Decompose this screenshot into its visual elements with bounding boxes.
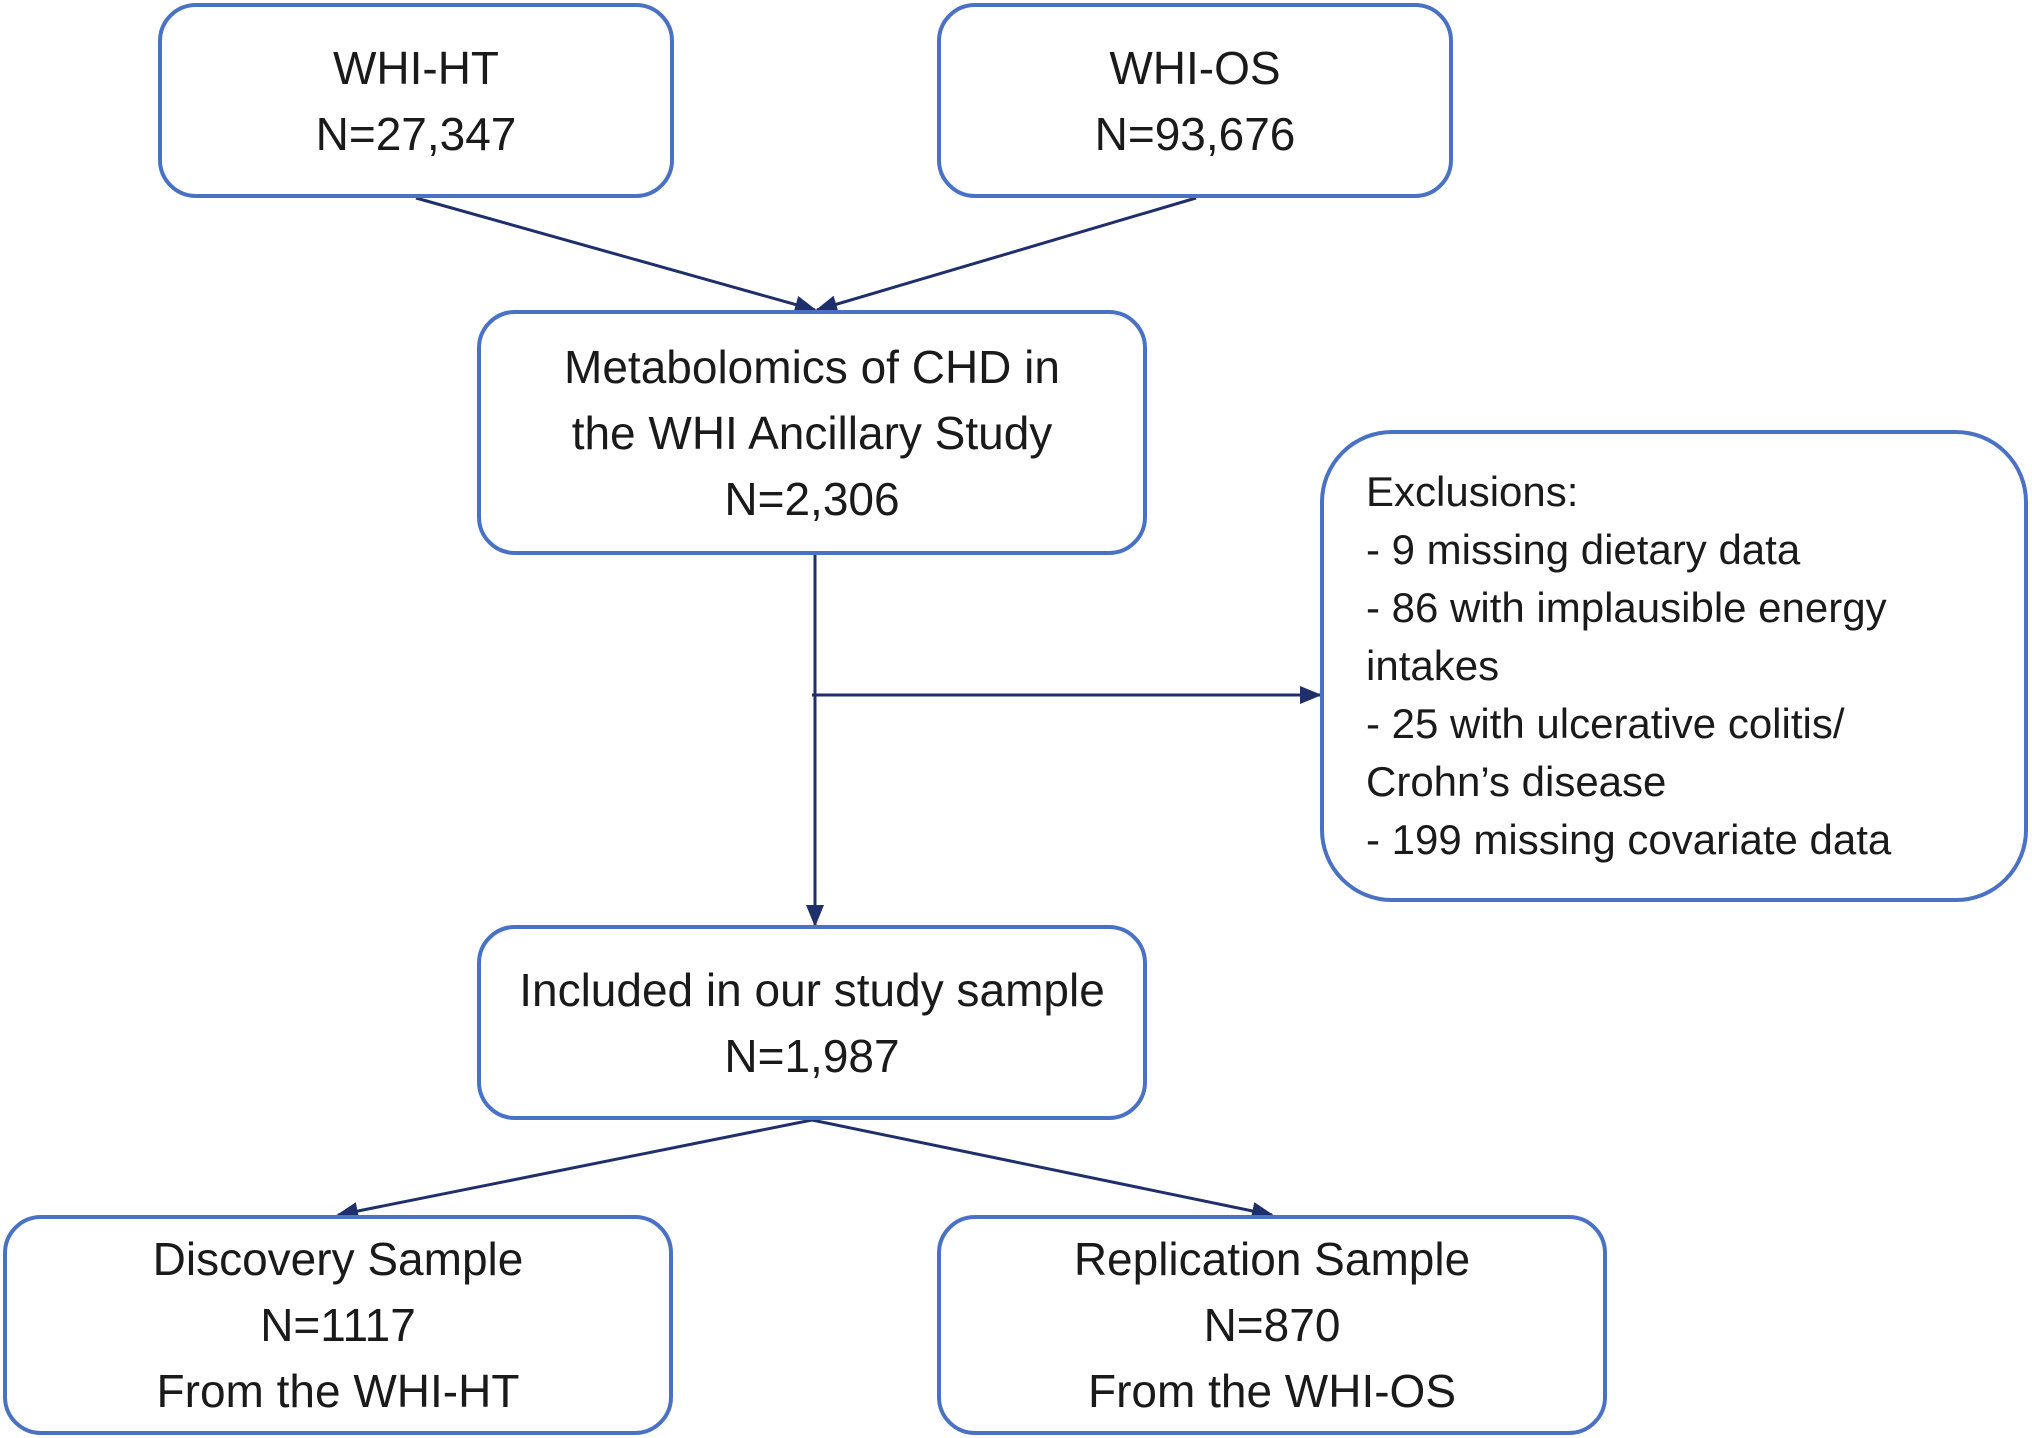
replication-title: Replication Sample <box>1073 1233 1471 1285</box>
exclusion-item-covariate: - 199 missing covariate data <box>1366 816 1892 863</box>
exclusion-item-colitis: - 25 with ulcerative colitis/ <box>1366 700 1845 747</box>
exclusion-item-energy: - 86 with implausible energy <box>1366 584 1887 631</box>
metabolomics-title-line-2: the WHI Ancillary Study <box>571 406 1053 459</box>
whi-ht-box: WHI-HT N=27,347 <box>158 3 674 198</box>
included-box: Included in our study sample N=1,987 <box>477 925 1147 1120</box>
arrow-included-to-discovery <box>336 1118 813 1220</box>
discovery-count: N=1117 <box>260 1299 416 1351</box>
metabolomics-title-line-1: Metabolomics of CHD in <box>564 340 1060 393</box>
discovery-sample-box: Discovery Sample N=1117 From the WHI-HT <box>3 1215 673 1435</box>
exclusion-item-dietary: - 9 missing dietary data <box>1366 526 1801 573</box>
exclusions-heading: Exclusions: <box>1366 468 1579 515</box>
arrow-included-to-replication <box>811 1118 1274 1220</box>
discovery-title: Discovery Sample <box>152 1233 524 1285</box>
replication-sample-box: Replication Sample N=870 From the WHI-OS <box>937 1215 1607 1435</box>
whi-ht-title: WHI-HT <box>332 41 500 94</box>
replication-source: From the WHI-OS <box>1087 1365 1457 1417</box>
exclusions-box: Exclusions: - 9 missing dietary data - 8… <box>1320 430 2028 902</box>
whi-os-count: N=93,676 <box>1094 107 1296 160</box>
arrow-whi-ht-to-metabolomics <box>415 196 817 314</box>
included-count: N=1,987 <box>724 1029 900 1082</box>
replication-count: N=870 <box>1203 1299 1341 1351</box>
whi-ht-count: N=27,347 <box>315 107 517 160</box>
exclusion-item-colitis-cont: Crohn’s disease <box>1366 758 1667 805</box>
discovery-source: From the WHI-HT <box>156 1365 520 1417</box>
metabolomics-box: Metabolomics of CHD in the WHI Ancillary… <box>477 310 1147 555</box>
exclusion-item-energy-cont: intakes <box>1366 642 1500 689</box>
arrow-whi-os-to-metabolomics <box>815 196 1197 313</box>
whi-os-title: WHI-OS <box>1109 41 1281 94</box>
metabolomics-count: N=2,306 <box>724 472 900 525</box>
whi-os-box: WHI-OS N=93,676 <box>937 3 1453 198</box>
included-title: Included in our study sample <box>519 963 1105 1016</box>
